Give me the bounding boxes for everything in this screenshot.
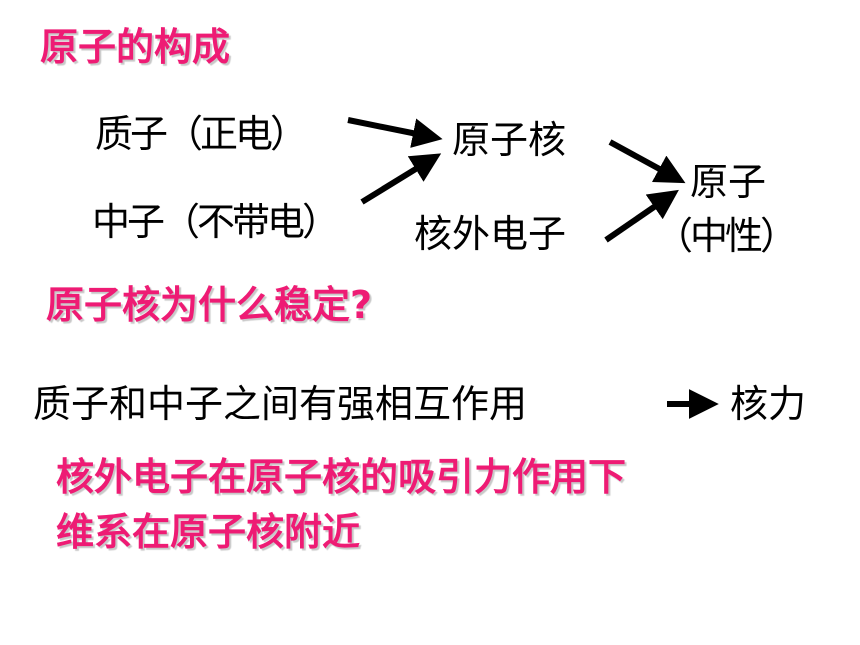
note-line-1: 核外电子在原子核的吸引力作用下 <box>56 455 627 499</box>
neutron-label: 中子（不带电） <box>92 200 340 244</box>
arrow-nucleus-to-atom <box>608 139 686 184</box>
arrow-neutron-to-nucleus <box>360 153 442 205</box>
note-line-2: 维系在原子核附近 <box>56 510 361 554</box>
nucleus-label: 原子核 <box>452 118 567 162</box>
proton-label: 质子（正电） <box>95 112 308 156</box>
nuclear-force-label: 核力 <box>730 382 807 426</box>
interaction-statement: 质子和中子之间有强相互作用 <box>33 382 528 426</box>
slide-title: 原子的构成 <box>40 25 231 69</box>
atom-charge-label: （中性） <box>655 214 798 258</box>
arrow-proton-to-nucleus <box>347 117 443 148</box>
atom-label: 原子 <box>690 160 767 204</box>
electron-label: 核外电子 <box>414 212 567 256</box>
question-text: 原子核为什么稳定? <box>46 283 373 327</box>
